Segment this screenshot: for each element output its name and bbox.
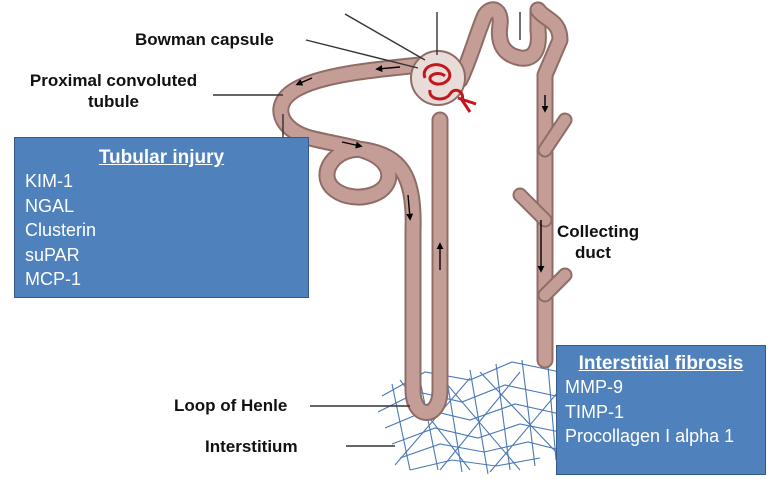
bowman-capsule (411, 51, 465, 105)
tubular-marker: MCP-1 (25, 267, 298, 292)
label-bowman-capsule: Bowman capsule (135, 29, 274, 50)
label-collecting-duct: Collecting duct (557, 221, 639, 263)
fibrosis-marker: MMP-9 (565, 375, 757, 400)
tubular-injury-box: Tubular injury KIM-1 NGAL Clusterin suPA… (14, 137, 309, 298)
fibrosis-marker: Procollagen I alpha 1 (565, 424, 757, 449)
label-proximal-convoluted-tubule: Proximal convoluted tubule (10, 70, 217, 112)
fibrosis-marker: TIMP-1 (565, 400, 757, 425)
tubular-marker: suPAR (25, 243, 298, 268)
interstitial-fibrosis-box: Interstitial fibrosis MMP-9 TIMP-1 Proco… (556, 345, 766, 475)
tubular-marker: Clusterin (25, 218, 298, 243)
label-interstitium: Interstitium (205, 436, 298, 457)
tubular-injury-title: Tubular injury (25, 146, 298, 169)
interstitial-fibrosis-title: Interstitial fibrosis (565, 352, 757, 375)
tubular-marker: NGAL (25, 194, 298, 219)
tubular-marker: KIM-1 (25, 169, 298, 194)
label-loop-of-henle: Loop of Henle (174, 395, 287, 416)
